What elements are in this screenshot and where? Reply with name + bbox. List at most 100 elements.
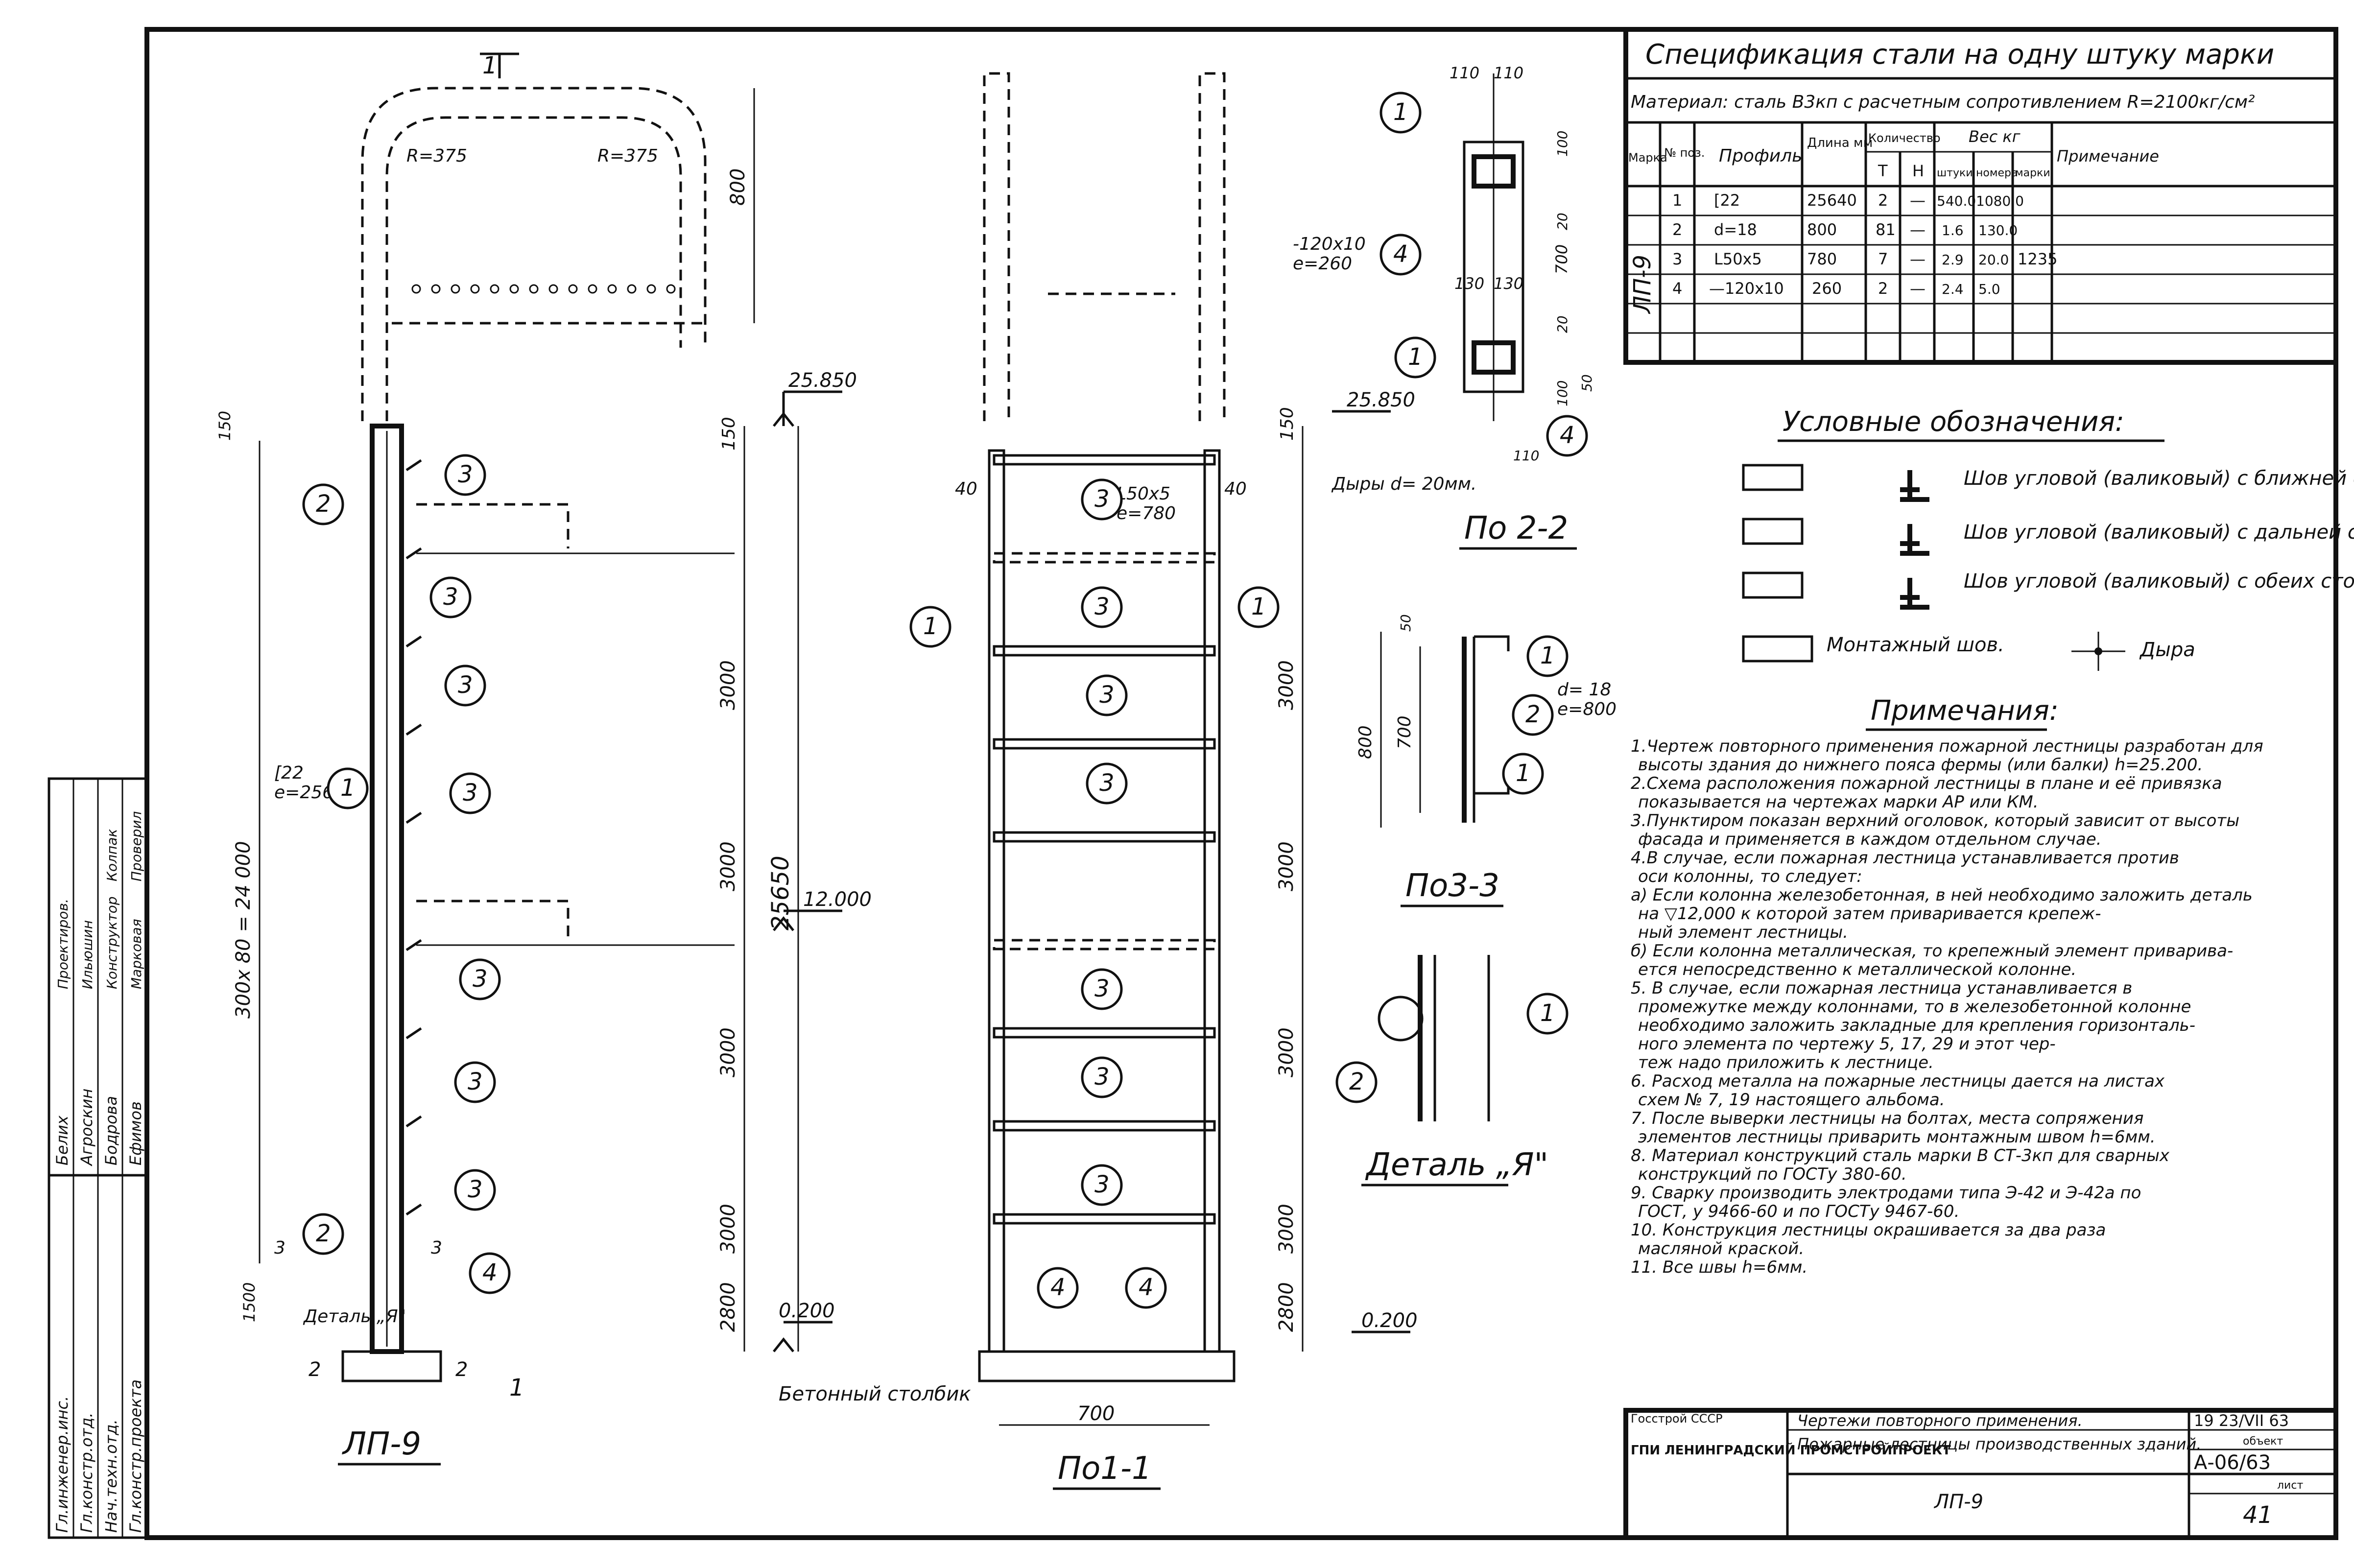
dim-1500: 1500: [240, 1283, 259, 1322]
note-line-12: ется непосредственно к металлической кол…: [1638, 960, 2076, 979]
svg-text:—: —: [1910, 220, 1926, 239]
dim-130-a: 130: [1454, 274, 1484, 293]
svg-text:3: 3: [463, 779, 478, 807]
bubble-2-s33: [1512, 694, 1554, 736]
note-line-28: 11. Все швы h=6мм.: [1631, 1258, 1807, 1277]
spec-material: Материал: сталь В3кп с расчетным сопроти…: [1631, 92, 2255, 112]
dim-800-s33: 800: [1355, 725, 1376, 759]
svg-text:Гл.инженер.инс.: Гл.инженер.инс.: [53, 1396, 71, 1533]
dim-3000-s11-c: 3000: [1275, 1027, 1298, 1077]
channel-label: [22: [274, 763, 304, 783]
stamp-obj-lbl: объект: [2243, 1435, 2283, 1448]
bubble-1-s11-right-num: 1: [1251, 593, 1266, 620]
view-title-s11: По1-1: [1058, 1450, 1152, 1487]
elevation-bottom-s11: 0.200: [1361, 1309, 1418, 1332]
note-line-4: 3.Пунктиром показан верхний оголовок, ко…: [1631, 811, 2239, 831]
note-line-2: 2.Схема расположения пожарной лестницы в…: [1631, 774, 2222, 793]
note-line-21: элементов лестницы приварить монтажным ш…: [1638, 1127, 2156, 1147]
note-line-1: высоты здания до нижнего пояса фермы (ил…: [1638, 755, 2203, 775]
svg-text:2: 2: [1672, 220, 1682, 239]
svg-text:3: 3: [1099, 681, 1115, 709]
svg-text:130.0: 130.0: [1978, 222, 2018, 238]
svg-text:—: —: [1910, 279, 1926, 298]
dim-2800-s11: 2800: [1275, 1282, 1298, 1332]
note-line-16: ного элемента по чертежу 5, 17, 29 и это…: [1638, 1034, 2056, 1054]
svg-text:Бодрова: Бодрова: [102, 1096, 120, 1165]
bubble-2-bottom: [302, 1213, 344, 1255]
dim-700-s33: 700: [1395, 715, 1415, 749]
bubble-4-s11-left: [1037, 1267, 1079, 1309]
bubble-1-s22-top: [1379, 92, 1422, 134]
svg-text:3: 3: [1094, 593, 1110, 620]
svg-text:1.6: 1.6: [1942, 222, 1964, 238]
spec-mark: ЛП-9: [1629, 255, 1656, 314]
spec-h-profile: Профиль: [1719, 146, 1802, 166]
dim-110-bot: 110: [1513, 448, 1539, 464]
spec-table: [1623, 27, 2338, 365]
stamp-date: 19 23/VII 63: [2194, 1411, 2289, 1430]
dim-100-top: 100: [1554, 131, 1570, 157]
detail-callout: Деталь „Я": [303, 1307, 406, 1327]
column-left: [988, 449, 1005, 1353]
dim-3000-s11-d: 3000: [1275, 1204, 1298, 1254]
stamp-sheet-lbl: лист: [2277, 1479, 2303, 1492]
section-1-top: 1: [482, 52, 498, 79]
spec-h-w-piece: штуки: [1937, 167, 1973, 179]
dim-110-a: 110: [1450, 64, 1479, 82]
svg-text:Колпак: Колпак: [104, 829, 120, 881]
note-line-5: фасада и применяется в каждом отдельном …: [1638, 830, 2101, 849]
svg-text:Проектиров.: Проектиров.: [55, 899, 71, 989]
angle-length: е=780: [1117, 503, 1176, 523]
svg-text:2: 2: [1878, 279, 1888, 298]
bubble-4-num: 4: [482, 1259, 498, 1286]
note-line-22: 8. Материал конструкций сталь марки В СТ…: [1631, 1146, 2170, 1165]
note-line-17: теж надо приложить к лестнице.: [1638, 1053, 1934, 1072]
svg-text:1080.0: 1080.0: [1976, 193, 2024, 209]
view-title-lp9: ЛП-9: [342, 1426, 421, 1462]
bubble-1-s33-top-num: 1: [1540, 642, 1555, 669]
bubble-4: [469, 1252, 511, 1294]
notes: Примечания: 1.Чертеж повторного применен…: [1631, 695, 2263, 1277]
svg-text:260: 260: [1812, 279, 1842, 298]
bubble-4-s22-bot: [1546, 415, 1588, 457]
dim-150-left: 150: [215, 411, 234, 441]
dim-3000-b: 3000: [717, 841, 739, 891]
plate-label: -120x10: [1293, 234, 1366, 254]
svg-text:3: 3: [1094, 1171, 1110, 1198]
dim-100-bot: 100: [1554, 380, 1570, 406]
view-title-detail: Деталь „Я": [1365, 1147, 1548, 1183]
elevation-top-s11: 25.850: [1347, 389, 1415, 411]
note-line-9: на ▽12,000 к которой затем приваривается…: [1638, 904, 2101, 924]
hole-icon: [2094, 647, 2102, 655]
dim-3000-d: 3000: [717, 1204, 739, 1254]
signers-block: [48, 777, 148, 1539]
svg-text:25640: 25640: [1807, 191, 1857, 210]
view-title-s22: По 2-2: [1464, 510, 1568, 546]
svg-text:1: 1: [1672, 191, 1682, 210]
spec-h-note: Примечание: [2057, 147, 2159, 166]
radius-label-2: R=375: [597, 146, 658, 166]
bubble-1-detail: [1526, 993, 1569, 1035]
svg-text:800: 800: [1807, 220, 1837, 239]
dim-50-s22: 50: [1579, 374, 1595, 392]
dim-110-b: 110: [1494, 64, 1523, 82]
svg-text:3: 3: [458, 461, 473, 488]
bubble-2-s33-num: 2: [1525, 701, 1541, 728]
legend-mount: Монтажный шов.: [1827, 634, 2004, 656]
stamp-obj: А-06/63: [2194, 1451, 2271, 1474]
bubble-4-s11-right-num: 4: [1139, 1274, 1154, 1301]
svg-text:Проверил: Проверил: [128, 811, 144, 881]
svg-text:Нач.техн.отд.: Нач.техн.отд.: [102, 1419, 120, 1533]
bubble-2-detail: [1335, 1061, 1378, 1103]
svg-text:—120x10: —120x10: [1709, 279, 1784, 298]
note-line-24: 9. Сварку производить электродами типа Э…: [1631, 1183, 2141, 1203]
spec-h-weight: Вес кг: [1969, 127, 2021, 146]
bubbles-3-front: 3 3 3 3 3 3 3: [1081, 478, 1128, 1206]
svg-text:2: 2: [1878, 191, 1888, 210]
note-line-19: схем № 7, 19 настоящего альбома.: [1638, 1090, 1945, 1110]
note-line-25: ГОСТ, у 9466-60 и по ГОСТу 9467-60.: [1638, 1202, 1959, 1221]
bubble-2-bottom-num: 2: [316, 1220, 331, 1247]
spec-total: 1235: [2018, 250, 2057, 268]
legend-item-2: Шов угловой (валиковый) с дальней сторон…: [1964, 521, 2354, 544]
